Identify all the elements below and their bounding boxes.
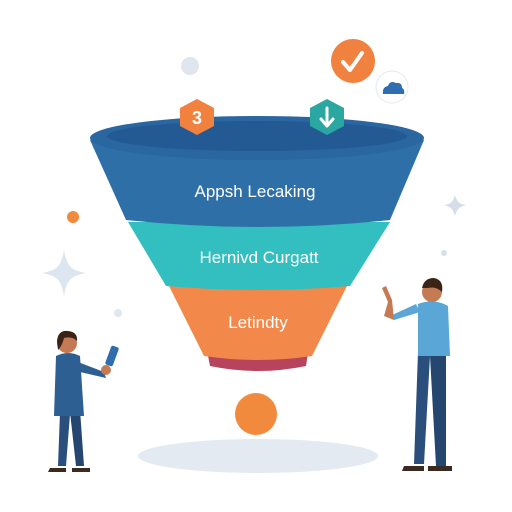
funnel-rim-inner: [107, 121, 407, 151]
funnel-stage-label-3: Letindty: [228, 313, 288, 332]
funnel-tier-top: [90, 140, 424, 227]
decor-dot-grey-right: [441, 250, 447, 256]
funnel-stage-label-1: Appsh Lecaking: [195, 182, 316, 201]
decor-dot-orange: [67, 211, 79, 223]
arrow-down-icon: [319, 106, 335, 128]
check-badge: [331, 39, 375, 83]
decor-dot-grey: [181, 57, 199, 75]
sparkle-small-icon: [444, 195, 466, 216]
cloud-icon: [382, 82, 405, 94]
ground-shadow: [138, 439, 378, 473]
output-ball: [235, 393, 277, 435]
download-badge: [310, 99, 344, 135]
number-badge: 3: [180, 99, 214, 135]
number-badge-text: 3: [192, 108, 202, 128]
decor-dot-grey-small: [114, 309, 122, 317]
person-right: [382, 278, 452, 471]
person-left: [48, 330, 119, 472]
check-icon: [341, 51, 364, 72]
phone-icon: [105, 345, 119, 367]
funnel-tier-orange: [168, 284, 348, 360]
sparkle-icon: [42, 250, 86, 296]
cloud-badge: [375, 70, 409, 104]
funnel-tier-teal: [128, 222, 390, 290]
funnel-stage-label-2: Hernivd Curgatt: [199, 248, 318, 267]
